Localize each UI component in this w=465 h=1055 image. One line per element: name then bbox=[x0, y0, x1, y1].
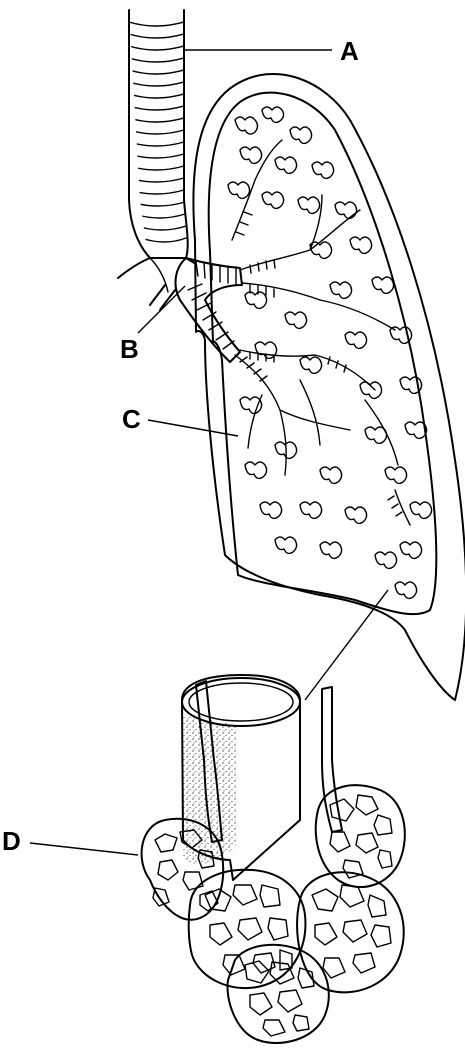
blood-vessel-right bbox=[322, 687, 342, 832]
lung-outline bbox=[209, 93, 437, 615]
label-a: A bbox=[340, 36, 359, 66]
pleura bbox=[193, 74, 465, 700]
trachea bbox=[118, 10, 196, 310]
main-bronchus bbox=[175, 258, 242, 362]
leader-b bbox=[138, 286, 185, 333]
label-b: B bbox=[120, 334, 139, 364]
leader-d bbox=[30, 843, 138, 855]
bronchial-tree bbox=[175, 140, 410, 525]
zoom-connector-line bbox=[305, 590, 388, 700]
alveoli-detail bbox=[142, 675, 405, 1043]
labels: A B C D bbox=[2, 36, 359, 856]
label-d: D bbox=[2, 826, 21, 856]
bronchioles bbox=[232, 140, 410, 525]
lung bbox=[209, 93, 437, 615]
alveolar-sacs bbox=[142, 785, 405, 1043]
pleura-outer bbox=[193, 74, 465, 700]
label-c: C bbox=[122, 404, 141, 434]
